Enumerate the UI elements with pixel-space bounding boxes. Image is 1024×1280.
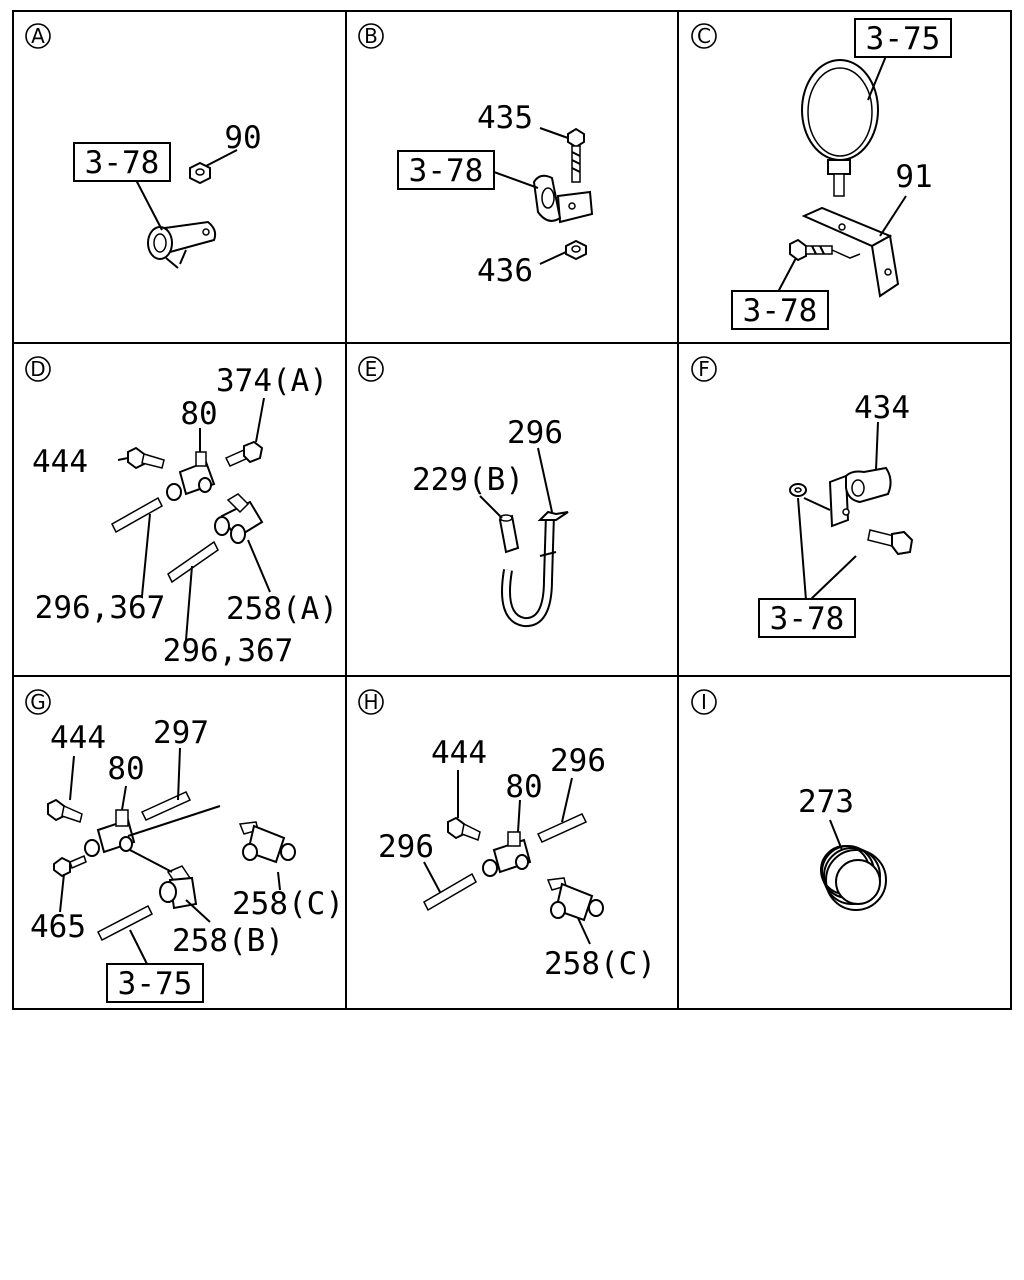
bolt-part bbox=[127, 446, 165, 470]
ref-label: 3-75 bbox=[866, 21, 941, 57]
part-number-label: 296,367 bbox=[163, 633, 294, 669]
ref-label: 3-78 bbox=[770, 601, 845, 637]
ref-label: 3-78 bbox=[743, 293, 818, 329]
ref-label: 3-78 bbox=[85, 145, 160, 181]
ref-label: 3-78 bbox=[409, 153, 484, 189]
tee-fitting-part bbox=[84, 809, 136, 857]
washer-part bbox=[789, 483, 807, 497]
elbow-fitting-part bbox=[159, 865, 198, 910]
band-clamp-part bbox=[801, 59, 879, 197]
part-number-label: 296 bbox=[550, 743, 606, 779]
panel-letter: F bbox=[698, 357, 710, 381]
bracket-part bbox=[801, 206, 900, 298]
part-number-label: 374(A) bbox=[216, 363, 328, 399]
panel-grid bbox=[12, 10, 1012, 1010]
panel-b: B 435 3-78 436 bbox=[358, 23, 594, 289]
part-number-label: 434 bbox=[854, 390, 910, 426]
tube-part bbox=[140, 791, 192, 821]
panel-e: E 296 229(B) bbox=[358, 356, 569, 627]
panel-f: F 434 3-78 bbox=[691, 356, 914, 638]
part-number-label: 296 bbox=[378, 829, 434, 865]
clamp-bracket-part bbox=[147, 220, 217, 269]
part-number-label: 258(C) bbox=[544, 946, 656, 982]
part-number-label: 258(A) bbox=[226, 591, 338, 627]
reference-box bbox=[397, 150, 495, 190]
ref-label: 3-75 bbox=[118, 966, 193, 1002]
part-number-label: 258(C) bbox=[232, 886, 344, 922]
elbow-fitting-part bbox=[214, 493, 264, 544]
part-number-label: 90 bbox=[224, 120, 261, 156]
part-number-label: 273 bbox=[798, 784, 854, 820]
reference-box bbox=[731, 290, 829, 330]
panel-c: C 3-75 91 3-78 bbox=[691, 18, 952, 330]
bolt-part bbox=[47, 798, 83, 823]
part-number-label: 436 bbox=[477, 253, 533, 289]
bolt-part bbox=[789, 238, 861, 262]
panel-letter: H bbox=[363, 690, 378, 714]
hex-nut-part bbox=[498, 514, 520, 554]
part-number-label: 444 bbox=[32, 444, 88, 480]
panel-a: A 3-78 90 bbox=[25, 23, 262, 269]
part-number-label: 296,367 bbox=[35, 590, 166, 626]
part-number-label: 444 bbox=[50, 720, 106, 756]
tube-part bbox=[96, 904, 154, 942]
part-number-label: 80 bbox=[180, 396, 217, 432]
part-number-label: 258(B) bbox=[172, 923, 284, 959]
bolt-part bbox=[867, 529, 914, 556]
panel-letter: I bbox=[701, 690, 707, 714]
reference-box bbox=[73, 142, 171, 182]
part-number-label: 229(B) bbox=[412, 462, 524, 498]
nut-part bbox=[565, 239, 587, 261]
tee-fitting-part bbox=[482, 831, 532, 877]
part-number-label: 296 bbox=[507, 415, 563, 451]
panel-letter: A bbox=[31, 24, 45, 48]
panel-letter: B bbox=[364, 24, 378, 48]
bolt-part bbox=[224, 440, 264, 467]
panel-g: G bbox=[25, 689, 344, 1003]
panel-letter: C bbox=[697, 24, 711, 48]
tube-part bbox=[167, 540, 219, 584]
nut-part bbox=[189, 161, 211, 185]
tee-fitting-part bbox=[546, 877, 604, 922]
part-number-label: 80 bbox=[505, 769, 542, 805]
bolt-part bbox=[53, 854, 87, 878]
panel-i: I 273 bbox=[691, 689, 887, 911]
panel-letter: D bbox=[30, 357, 45, 381]
part-number-label: 80 bbox=[107, 751, 144, 787]
part-number-label: 465 bbox=[30, 909, 86, 945]
panel-h: H 444 296 80 296 25 bbox=[358, 689, 656, 982]
bolt-part bbox=[567, 127, 585, 183]
part-number-label: 91 bbox=[895, 159, 932, 195]
hose-part bbox=[501, 510, 569, 627]
tube-part bbox=[423, 872, 477, 912]
tube-part bbox=[536, 813, 588, 843]
part-number-label: 435 bbox=[477, 100, 533, 136]
panel-letter: E bbox=[365, 357, 378, 381]
reference-box bbox=[758, 598, 856, 638]
bolt-part bbox=[447, 816, 481, 841]
panel-d: D 374( bbox=[25, 356, 338, 669]
part-number-label: 297 bbox=[153, 715, 209, 751]
clamp-bracket-part bbox=[532, 174, 594, 224]
tube-part bbox=[111, 496, 163, 534]
part-number-label: 444 bbox=[431, 735, 487, 771]
panel-letter: G bbox=[30, 690, 46, 714]
reference-box bbox=[854, 18, 952, 58]
tee-fitting-part bbox=[166, 451, 216, 501]
grommet-part bbox=[820, 845, 887, 911]
clamp-bracket-part bbox=[828, 466, 892, 528]
reference-box bbox=[106, 963, 204, 1003]
tee-fitting-part bbox=[238, 821, 296, 864]
